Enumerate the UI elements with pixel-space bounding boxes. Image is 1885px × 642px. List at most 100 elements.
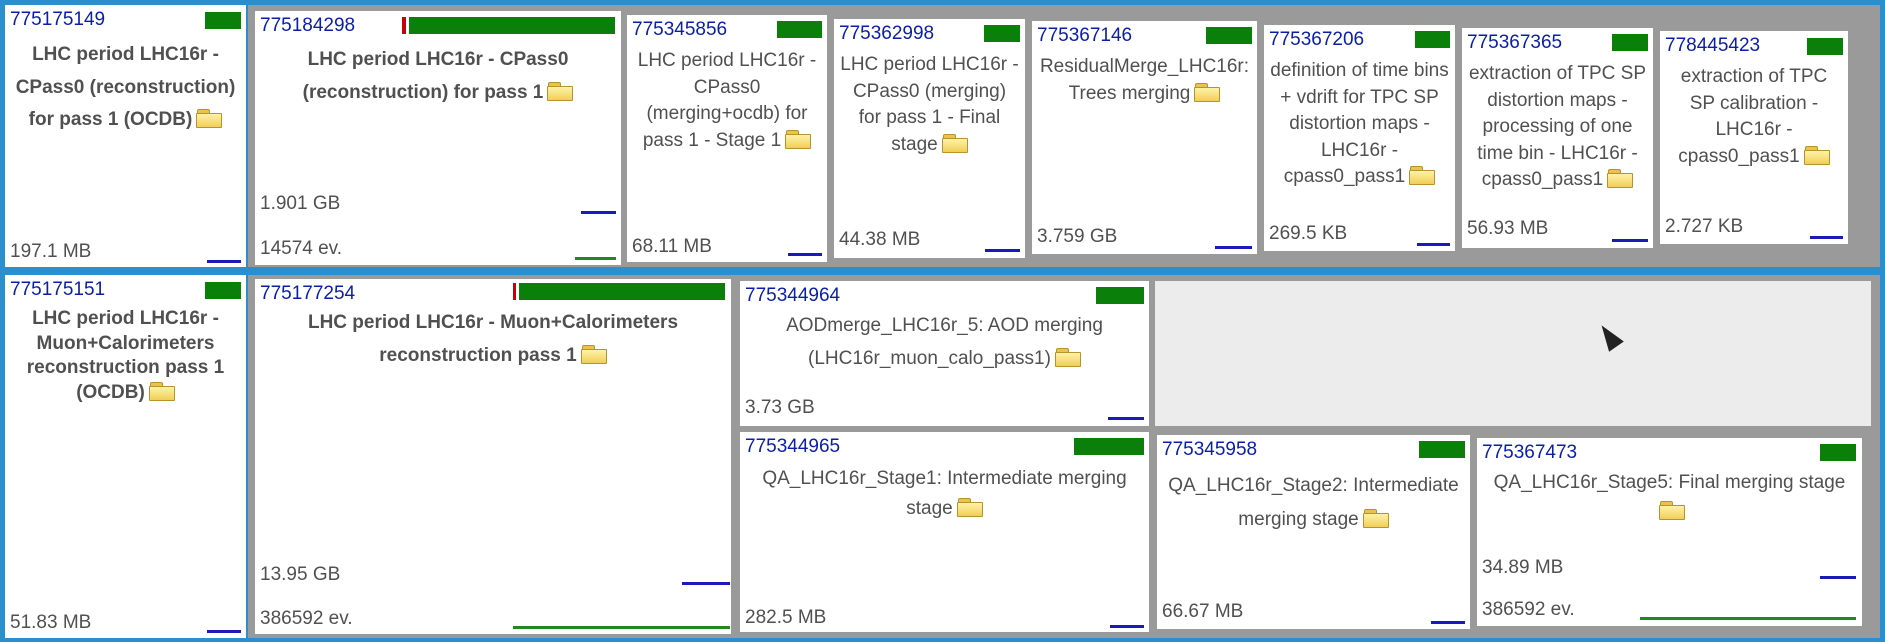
job-title-text: LHC period LHC16r - CPass0 (reconstructi… [15,44,236,131]
job-card: 775367146 ResidualMerge_LHC16r: Trees me… [1032,21,1257,254]
job-title-text: definition of time bins + vdrift for TPC… [1270,60,1449,188]
size-bar [788,253,822,256]
job-size: 197.1 MB [10,241,92,262]
size-bar [1820,576,1856,579]
size-bar [985,249,1020,252]
folder-icon[interactable] [941,133,968,153]
job-title-text: QA_LHC16r_Stage2: Intermediate merging s… [1168,475,1459,531]
job-title: definition of time bins + vdrift for TPC… [1270,58,1449,191]
job-card: 775345856 LHC period LHC16r - CPass0 (me… [627,15,827,262]
progress-bar [1096,287,1144,304]
size-bar [1215,246,1252,249]
folder-icon[interactable] [1607,169,1634,189]
folder-icon[interactable] [547,81,574,101]
job-id-link[interactable]: 775367146 [1037,25,1133,46]
job-title-text: AODmerge_LHC16r_5: AOD merging (LHC16r_m… [786,315,1103,369]
folder-icon[interactable] [1054,347,1081,367]
job-title: LHC period LHC16r - CPass0 (merging) for… [840,52,1019,158]
progress-bar [1419,441,1465,458]
job-size: 3.73 GB [745,397,815,418]
job-card: 775177254 LHC period LHC16r - Muon+Calor… [255,279,731,634]
job-id-link[interactable]: 778445423 [1665,35,1761,56]
folder-icon[interactable] [1194,82,1221,102]
job-size: 56.93 MB [1467,218,1549,239]
job-id-link[interactable]: 775184298 [260,15,356,36]
folder-icon[interactable] [1362,509,1389,529]
job-events: 386592 ev. [260,608,353,629]
job-id-link[interactable]: 775345958 [1162,439,1258,460]
job-card: 775367473 QA_LHC16r_Stage5: Final mergin… [1477,438,1862,626]
job-size: 282.5 MB [745,607,827,628]
size-bar [207,260,241,263]
job-card: 778445423 extraction of TPC SP calibrati… [1660,31,1848,244]
job-events: 14574 ev. [260,238,343,259]
size-bar [682,582,730,585]
job-title: AODmerge_LHC16r_5: AOD merging (LHC16r_m… [746,310,1143,375]
progress-bar [1415,31,1450,48]
progress-bar [777,21,822,38]
job-title: LHC period LHC16r - CPass0 (reconstructi… [261,44,615,109]
job-size: 269.5 KB [1269,223,1348,244]
job-card: 775344964 AODmerge_LHC16r_5: AOD merging… [740,281,1149,426]
folder-icon[interactable] [1803,145,1830,165]
job-card: 775367206 definition of time bins + vdri… [1264,25,1455,251]
job-row-2: 775175151 LHC period LHC16r - Muon+Calor… [0,271,1885,642]
folder-icon[interactable] [1658,501,1685,521]
job-id-link[interactable]: 775367206 [1269,29,1365,50]
progress-bar [984,25,1020,42]
job-title: LHC period LHC16r - CPass0 (merging+ocdb… [633,48,821,154]
folder-icon[interactable] [956,498,983,518]
job-title-text: QA_LHC16r_Stage5: Final merging stage [1493,472,1846,493]
job-size: 68.11 MB [632,236,712,257]
job-title: extraction of TPC SP calibration - LHC16… [1666,64,1842,170]
job-title-text: ResidualMerge_LHC16r: Trees merging [1039,56,1250,104]
job-title: LHC period LHC16r - Muon+Calorimeters re… [11,307,240,406]
job-size: 2.727 KB [1665,216,1744,237]
job-title-text: LHC period LHC16r - CPass0 (reconstructi… [302,49,569,103]
job-title-text: LHC period LHC16r - Muon+Calorimeters re… [307,312,679,366]
job-id-link[interactable]: 775345856 [632,19,728,40]
job-card: 775175151 LHC period LHC16r - Muon+Calor… [5,275,246,638]
job-id-link[interactable]: 775367473 [1482,442,1578,463]
job-row-1: 775175149 LHC period LHC16r - CPass0 (re… [0,0,1885,271]
job-size: 44.38 MB [839,229,921,250]
job-title-text: QA_LHC16r_Stage1: Intermediate merging s… [762,468,1127,520]
job-title-text: extraction of TPC SP distortion maps - p… [1468,63,1647,191]
job-card: 775367365 extraction of TPC SP distortio… [1462,28,1653,248]
job-title-text: LHC period LHC16r - CPass0 (merging) for… [840,54,1019,155]
empty-slot [1155,281,1871,426]
size-bar [1431,621,1465,624]
job-title: extraction of TPC SP distortion maps - p… [1468,61,1647,194]
job-size: 13.95 GB [260,564,341,585]
job-title: LHC period LHC16r - Muon+Calorimeters re… [261,307,725,372]
job-id-link[interactable]: 775344965 [745,436,841,457]
progress-bar [205,282,241,299]
job-id-link[interactable]: 775362998 [839,23,935,44]
job-id-link[interactable]: 775175151 [10,279,106,300]
job-id-link[interactable]: 775175149 [10,9,106,30]
job-size: 51.83 MB [10,612,92,633]
folder-icon[interactable] [785,129,812,149]
job-id-link[interactable]: 775367365 [1467,32,1563,53]
folder-icon[interactable] [148,382,175,402]
folder-icon[interactable] [580,344,607,364]
error-marker [402,17,406,34]
folder-icon[interactable] [1409,166,1436,186]
job-card: 775344965 QA_LHC16r_Stage1: Intermediate… [740,432,1149,632]
job-title-text: LHC period LHC16r - Muon+Calorimeters re… [26,308,225,404]
progress-bar [1206,27,1252,44]
size-bar [1417,243,1450,246]
size-bar [581,211,616,214]
progress-bar [1807,38,1843,55]
job-size: 66.67 MB [1162,601,1244,622]
progress-bar [409,17,615,34]
job-id-link[interactable]: 775344964 [745,285,841,306]
job-size: 34.89 MB [1482,557,1564,578]
job-id-link[interactable]: 775177254 [260,283,356,304]
job-title: QA_LHC16r_Stage2: Intermediate merging s… [1163,469,1464,537]
job-title: ResidualMerge_LHC16r: Trees merging [1038,54,1251,107]
job-title: QA_LHC16r_Stage5: Final merging stage [1483,468,1856,527]
job-title: LHC period LHC16r - CPass0 (reconstructi… [11,39,240,137]
events-bar [575,257,616,260]
folder-icon[interactable] [196,109,223,129]
